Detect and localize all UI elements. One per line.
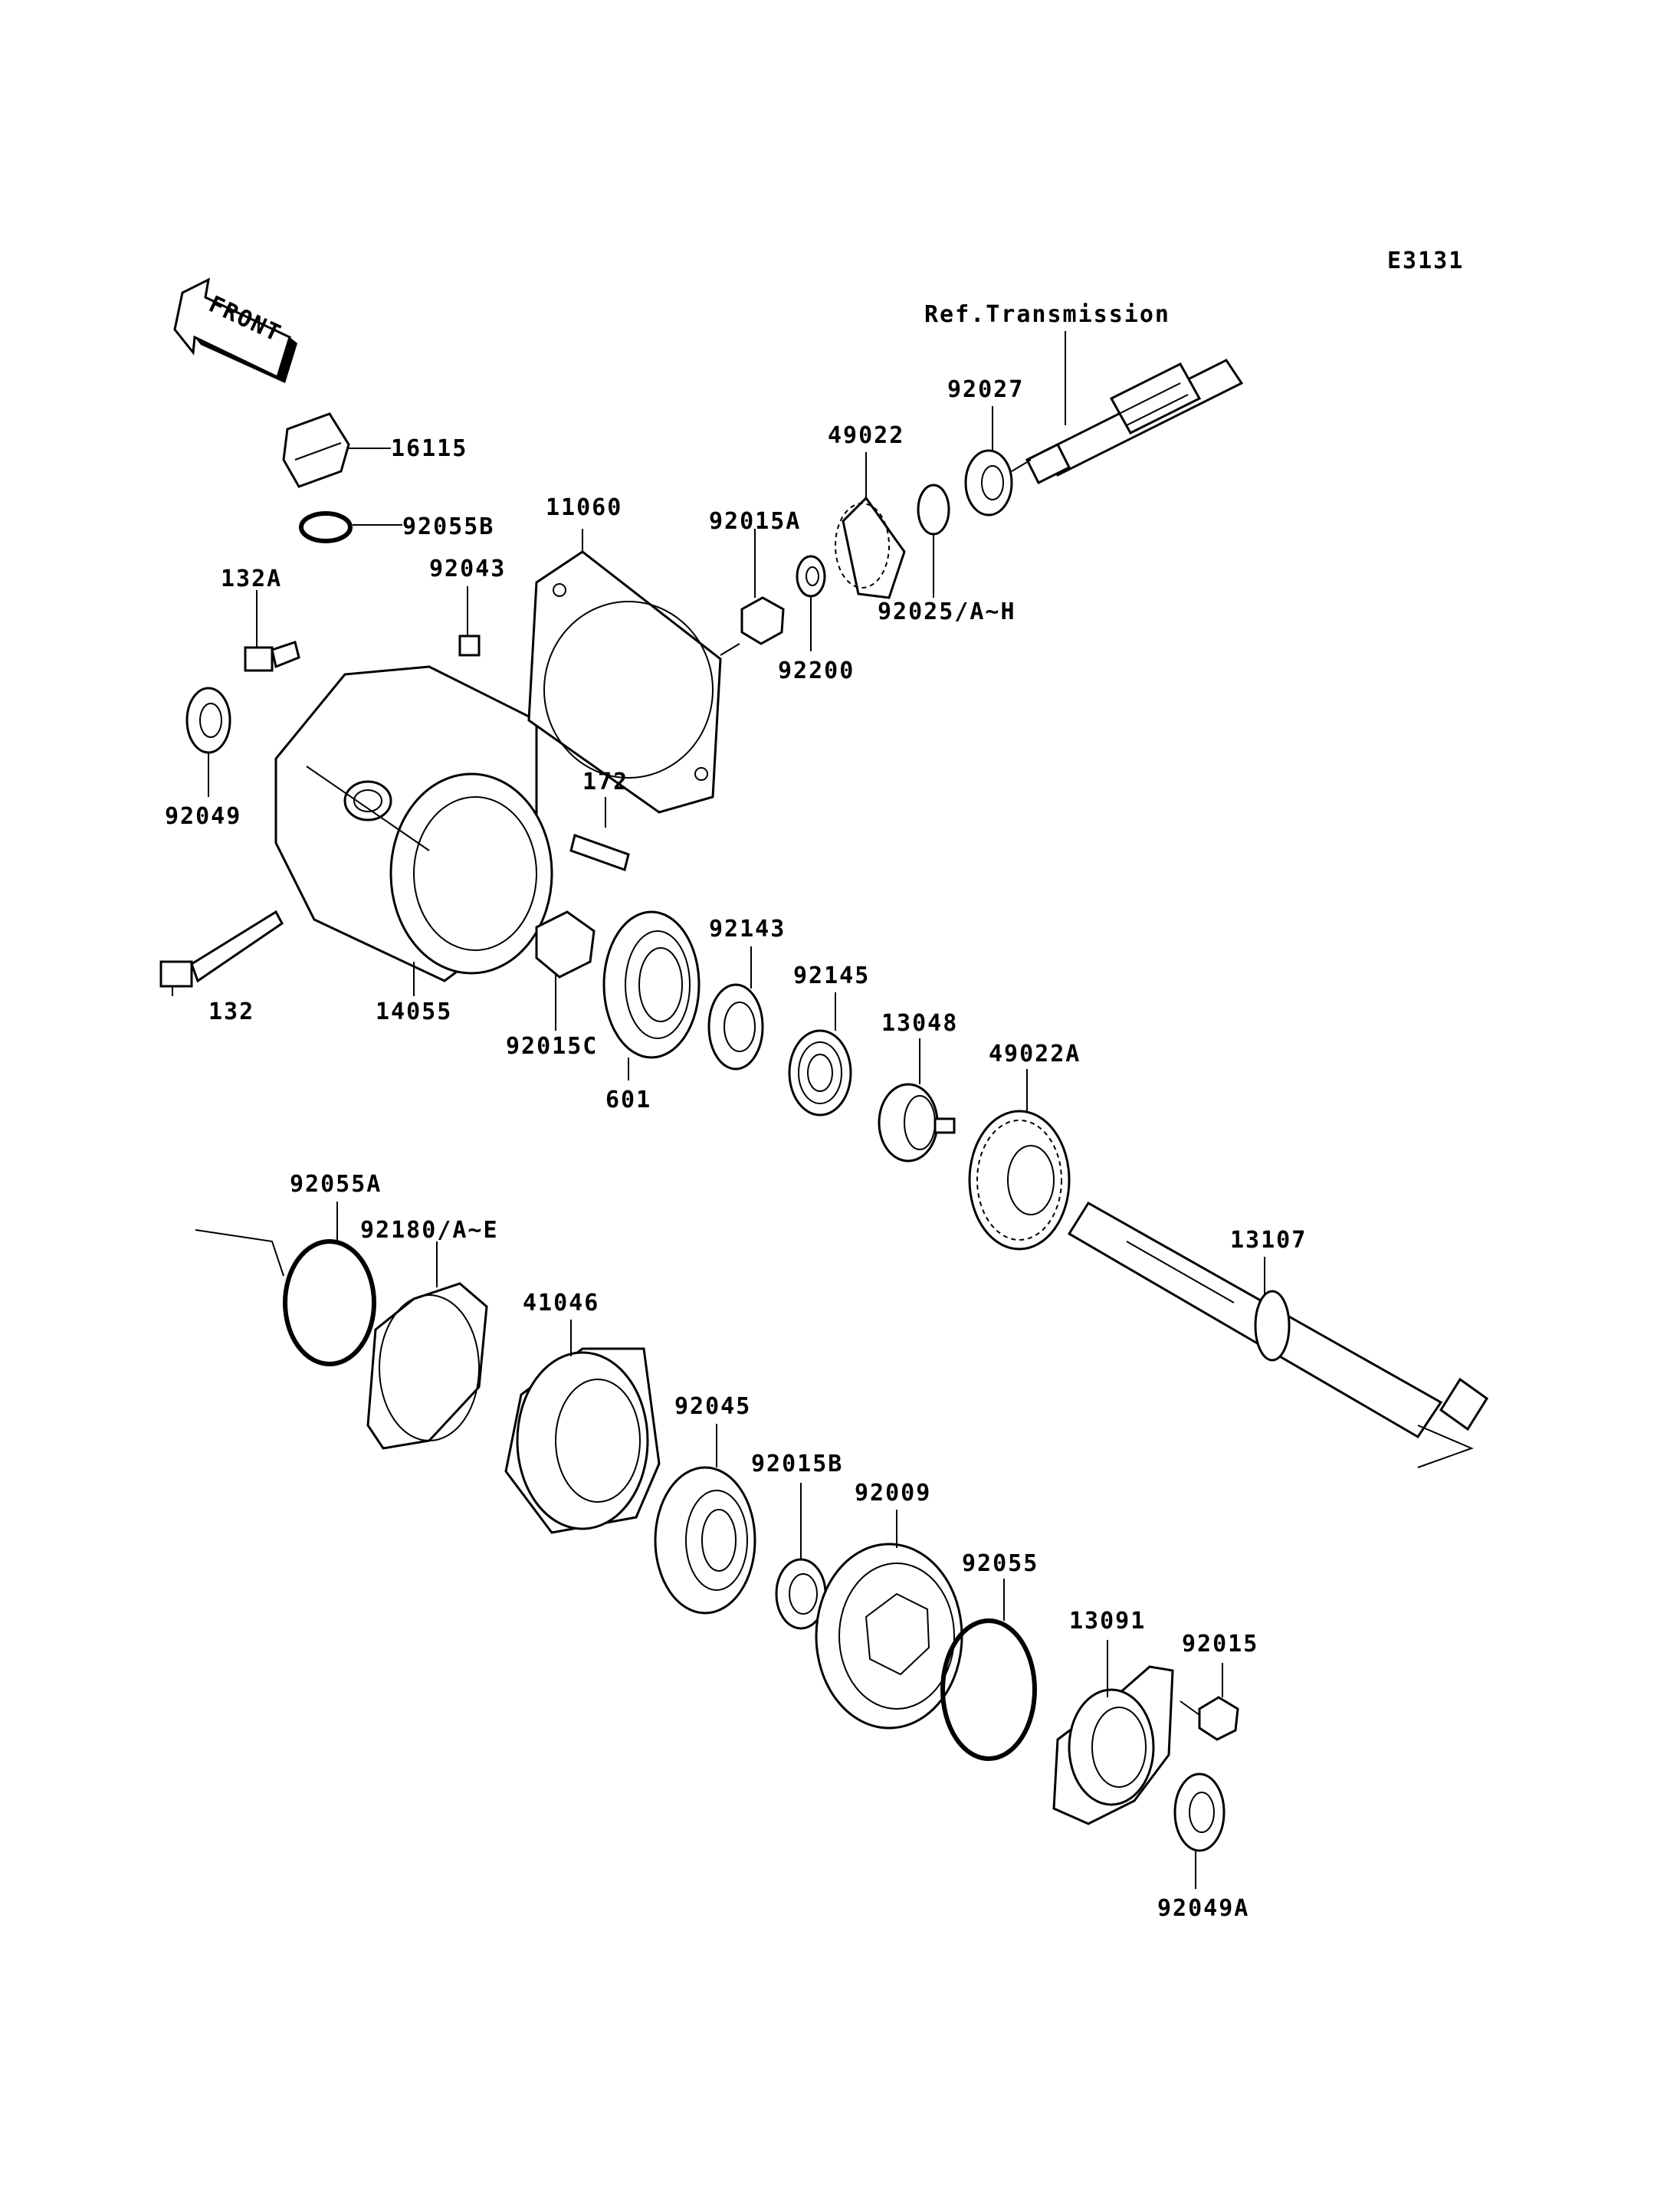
nut-92015A [740,596,785,645]
callout-11060: 11060 [546,494,622,521]
case-14055 [274,665,553,982]
collar-92143 [707,983,764,1071]
callout-13107: 13107 [1230,1227,1307,1254]
callout-92009: 92009 [855,1480,931,1507]
callout-601: 601 [605,1087,651,1113]
holder-41046 [504,1347,661,1534]
callout-92015C: 92015C [506,1033,598,1060]
spring-92145 [788,1029,852,1117]
hub-13048 [878,1083,956,1162]
washer-92200 [796,555,826,598]
diagram-code: E3131 [1387,248,1464,274]
callout-92055A: 92055A [290,1171,382,1198]
callout-92027: 92027 [947,376,1024,403]
callout-132: 132 [208,998,254,1025]
oring-92055A [283,1239,376,1366]
callout-92043: 92043 [429,556,506,582]
callout-92145: 92145 [793,962,870,989]
callout-132A: 132A [221,566,282,592]
callout-41046: 41046 [523,1290,599,1317]
front-arrow-icon: FRONT [173,277,297,383]
bolt-132A [244,641,300,672]
callout-13091: 13091 [1069,1608,1146,1635]
callout-92049A: 92049A [1157,1895,1249,1922]
callout-92143: 92143 [709,916,786,943]
oil-plug-16115 [282,412,350,488]
oring-92055 [940,1618,1037,1761]
callout-92055B: 92055B [402,513,494,540]
callout-16115: 16115 [391,435,468,462]
bolt-132 [159,910,284,988]
gear-49022A [968,1110,1071,1251]
plate-92009 [815,1543,963,1730]
bearing-601 [602,910,701,1059]
callout-92045: 92045 [674,1393,751,1420]
callout-92200: 92200 [778,657,855,684]
callout-92055: 92055 [962,1550,1039,1577]
transmission-shaft [1025,359,1244,485]
shim-92025 [917,484,950,536]
callout-92025: 92025/A~H [878,598,1016,625]
nut-92015 [1198,1696,1239,1741]
callout-172: 172 [582,769,628,795]
callout-14055: 14055 [376,998,452,1025]
callout-92015: 92015 [1182,1631,1258,1658]
stud-172 [569,834,630,871]
shaft-13107 [1067,1201,1489,1439]
shim-92180 [366,1282,488,1450]
callout-92015B: 92015B [751,1451,843,1477]
cover-13091 [1052,1665,1174,1825]
collar-92027 [964,449,1013,516]
callout-13048: 13048 [881,1010,958,1037]
oring-92055B [299,511,353,543]
callout-49022A: 49022A [989,1041,1081,1067]
nut-92015C [535,910,596,979]
seal-92049A [1173,1772,1226,1852]
callout-92049: 92049 [165,803,241,830]
ref-transmission-label: Ref.Transmission [924,301,1170,328]
callout-49022: 49022 [828,422,904,449]
gear-49022 [835,496,906,599]
callout-92015A: 92015A [709,508,801,535]
seal-92049 [185,687,231,754]
dowel-92043 [458,635,481,657]
callout-92180: 92180/A~E [360,1217,499,1244]
bearing-92045 [654,1466,756,1615]
